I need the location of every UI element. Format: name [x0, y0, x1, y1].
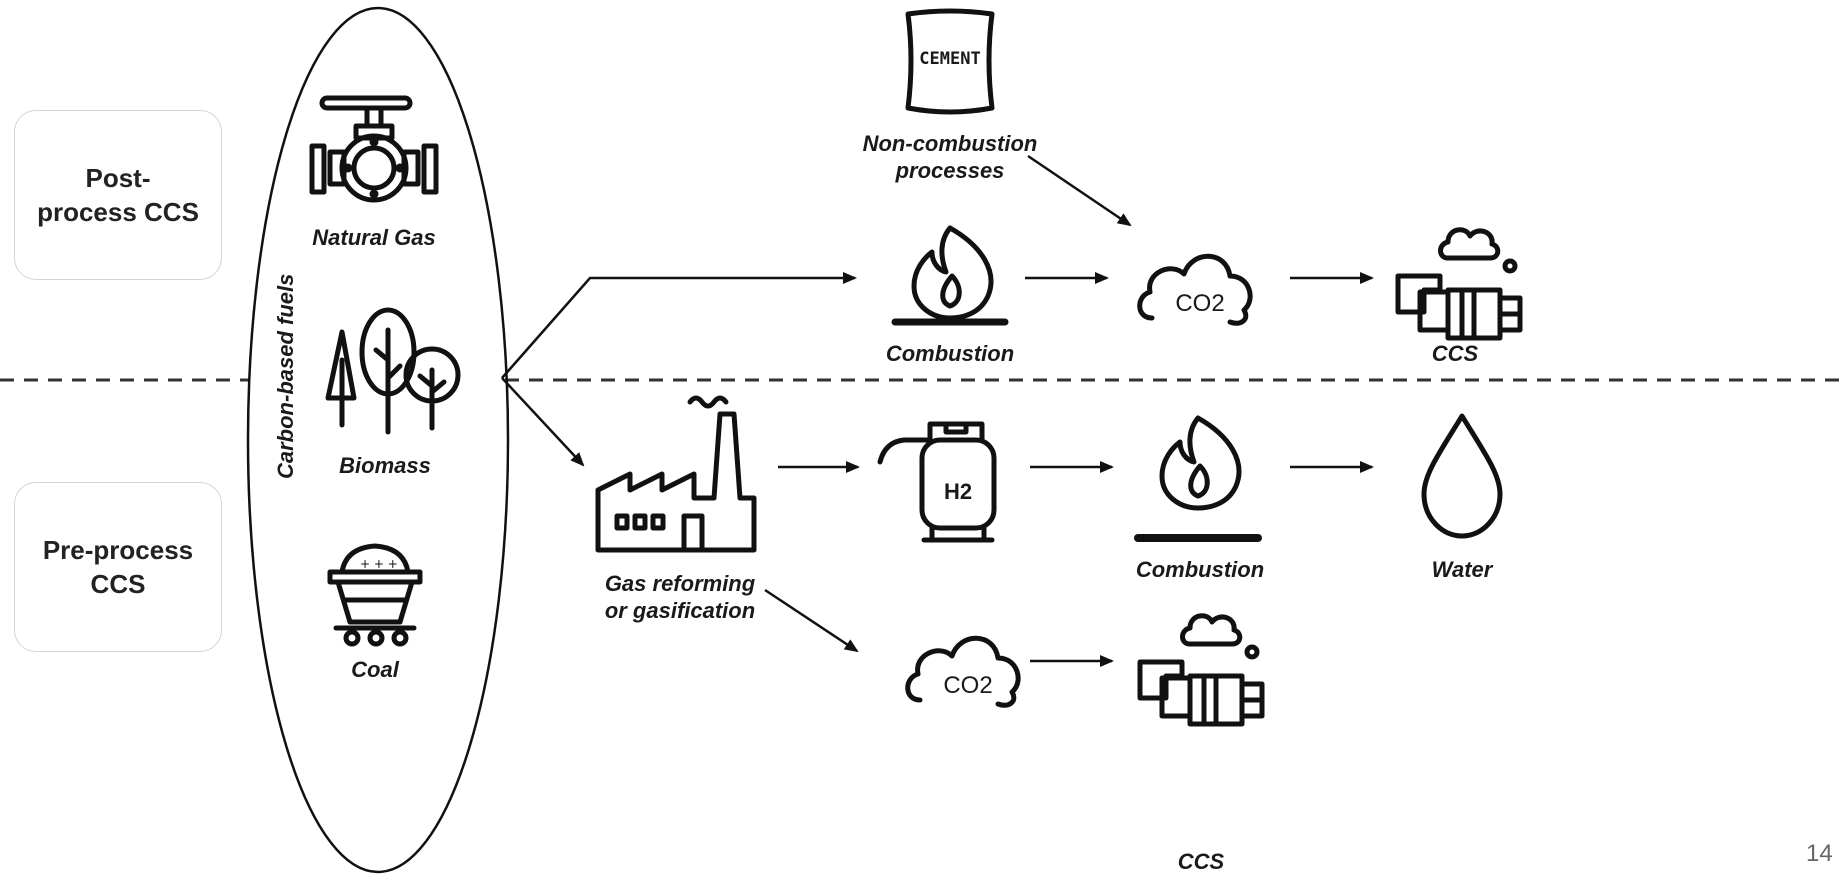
co2-cloud-icon-bottom — [905, 635, 1021, 708]
co2-text-top: CO2 — [1175, 290, 1225, 317]
co2-cloud-icon-top — [1137, 253, 1253, 326]
arrow-reforming-to-co2 — [764, 588, 859, 653]
page-number: 14 — [1806, 840, 1833, 867]
combustion-label-bottom: Combustion — [1135, 557, 1265, 582]
ccs-label-top: CCS — [1431, 341, 1479, 366]
water-label: Water — [1431, 557, 1493, 582]
factory-icon — [595, 395, 757, 553]
h2-text: H2 — [943, 479, 973, 504]
carbon-based-fuels-label: Carbon-based fuels — [273, 273, 298, 479]
ccs-label-bottom: CCS — [1177, 849, 1225, 874]
combustion-label-top: Combustion — [885, 341, 1015, 366]
non-combustion-label: Non-combustion processes — [862, 131, 1038, 183]
ccs-icon-top — [1395, 227, 1523, 341]
h2-tank-icon — [877, 421, 997, 543]
cement-text: CEMENT — [919, 49, 981, 69]
cement-bag-icon — [905, 8, 995, 115]
fuels-ellipse — [246, 6, 510, 874]
co2-text-bottom: CO2 — [943, 672, 993, 699]
natural-gas-label: Natural Gas — [312, 225, 436, 250]
arrow-fuels-to-combustion — [501, 272, 857, 379]
flow-arrows — [501, 154, 1374, 667]
combustion-icon-top — [891, 225, 1009, 326]
gas-reforming-label: Gas reforming or gasification — [604, 571, 756, 623]
water-drop-icon — [1421, 413, 1503, 539]
combustion-icon-bottom — [1134, 415, 1262, 542]
valve-icon — [309, 95, 439, 203]
ccs-icon-bottom — [1137, 613, 1265, 727]
trees-icon — [325, 307, 461, 435]
coal-label: Coal — [351, 657, 399, 682]
biomass-label: Biomass — [339, 453, 431, 478]
svg-text:+ + +: + + + — [360, 557, 398, 571]
post-process-ccs-box: Post- process CCS — [14, 110, 222, 280]
arrow-fuels-to-reforming — [501, 377, 585, 467]
coal-cart-icon: + + + — [327, 543, 423, 647]
pre-process-ccs-box: Pre-process CCS — [14, 482, 222, 652]
arrow-noncomb-to-co2 — [1027, 154, 1132, 227]
